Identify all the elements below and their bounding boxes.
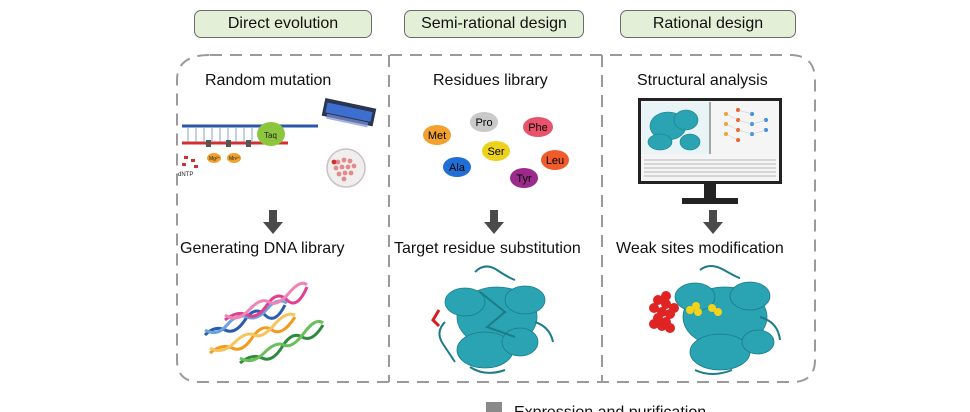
svg-text:Met: Met (428, 130, 446, 142)
footer-arrow (486, 402, 502, 412)
protein-structure-substituted (431, 265, 554, 374)
step-target-residue-substitution: Target residue substitution (394, 240, 581, 257)
header-direct-evolution: Direct evolution (194, 10, 372, 38)
residue-leu: Leu (541, 150, 569, 170)
down-arrow-3 (703, 210, 723, 234)
taq-label: Taq (264, 131, 277, 140)
step-weak-sites-modification: Weak sites modification (616, 240, 784, 257)
step-random-mutation: Random mutation (205, 72, 332, 89)
pcr-illustration: Taq dNTP Mg²⁺ Mn²⁺ (178, 98, 377, 188)
dntp-label: dNTP (178, 172, 193, 178)
svg-text:Tyr: Tyr (516, 173, 532, 185)
svg-text:Leu: Leu (546, 155, 564, 167)
dna-library-illustration (203, 281, 325, 365)
step-structural-analysis: Structural analysis (637, 72, 768, 89)
footer-expression-purification: Expression and purification (0, 402, 970, 412)
residue-bubbles: Pro Met Phe Ser Ala Leu Tyr (423, 112, 569, 188)
svg-text:Pro: Pro (475, 117, 492, 129)
residue-ser: Ser (482, 141, 510, 161)
footer-label: Expression and purification (514, 404, 706, 412)
svg-text:Ala: Ala (449, 162, 466, 174)
down-arrow-2 (484, 210, 504, 234)
residue-ala: Ala (443, 157, 471, 177)
residue-tyr: Tyr (510, 168, 538, 188)
header-semi-rational-design: Semi-rational design (404, 10, 584, 38)
svg-text:Ser: Ser (487, 146, 504, 158)
residue-phe: Phe (523, 117, 553, 137)
step-generating-dna-library: Generating DNA library (180, 240, 345, 257)
down-arrow-1 (263, 210, 283, 234)
header-rational-design: Rational design (620, 10, 796, 38)
monitor-illustration (638, 98, 782, 204)
mg-ion-label: Mg²⁺ (209, 156, 221, 162)
svg-text:Phe: Phe (528, 122, 548, 134)
residue-pro: Pro (470, 112, 498, 132)
step-residues-library: Residues library (433, 72, 548, 89)
residue-met: Met (423, 125, 451, 145)
mn-ion-label: Mn²⁺ (229, 156, 241, 162)
protein-structure-modified (649, 265, 781, 375)
